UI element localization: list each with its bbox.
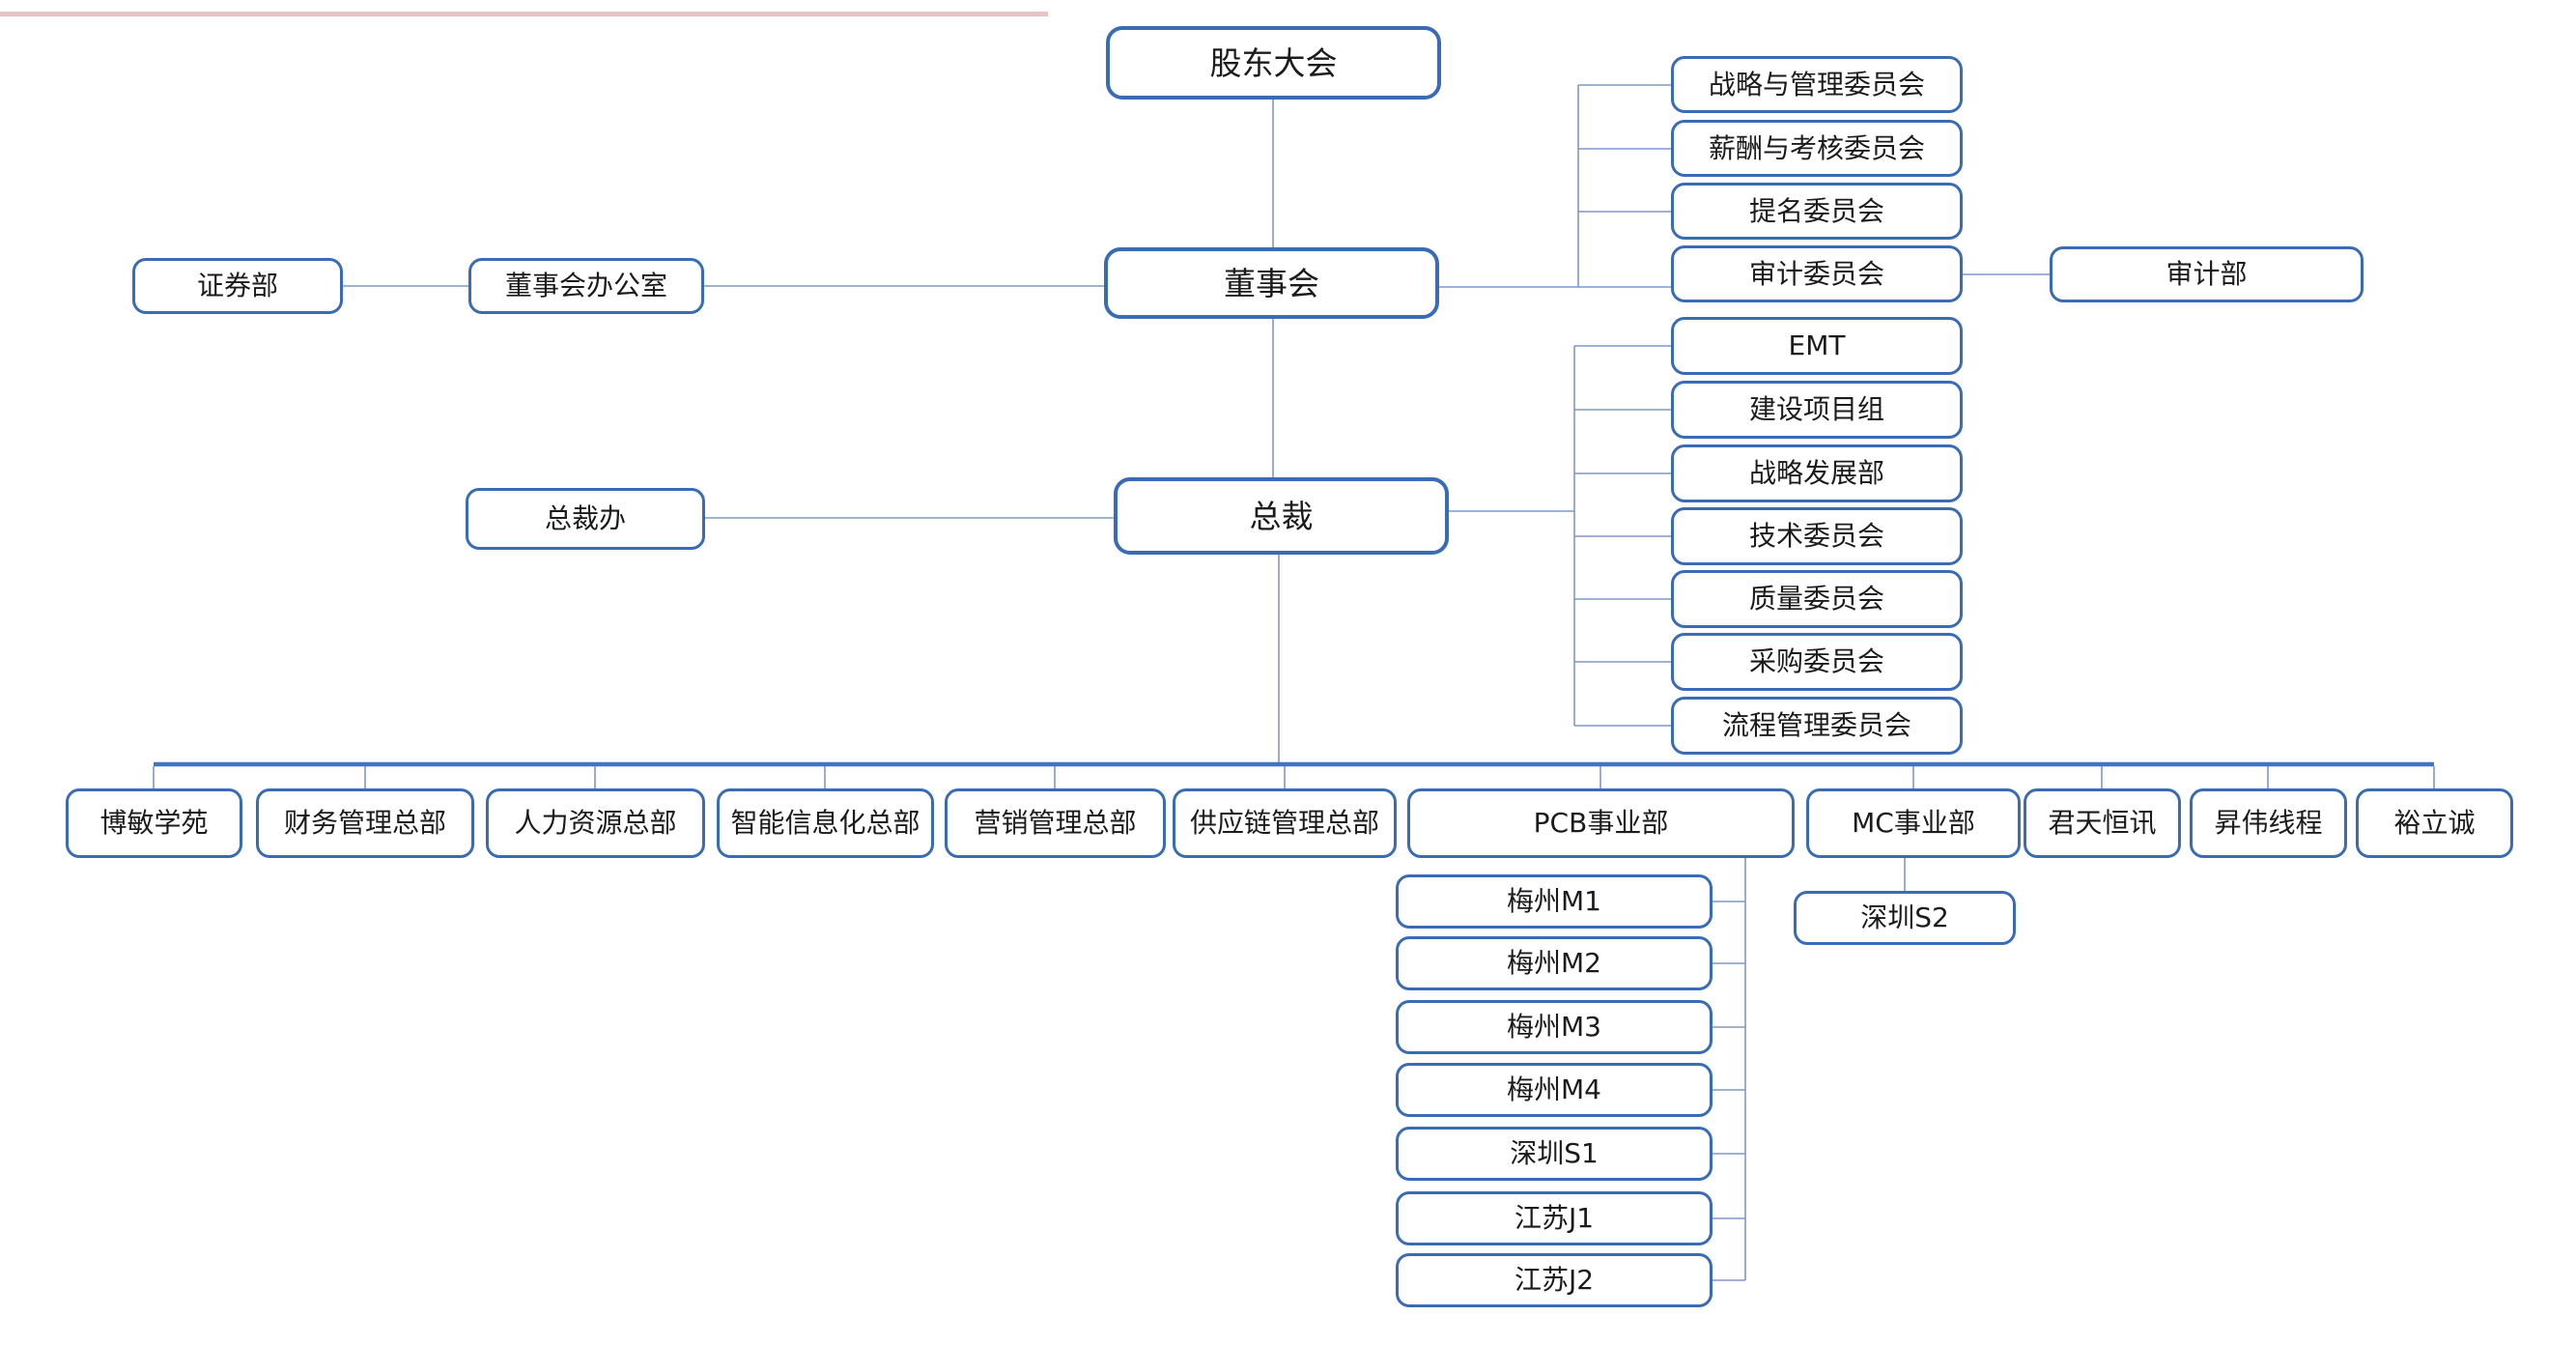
node-nomination-committee: 提名委员会	[1671, 183, 1963, 240]
node-yulicheng: 裕立诚	[2356, 788, 2513, 858]
node-juntian-hengxun: 君天恒讯	[2024, 788, 2181, 858]
node-construction-project-group: 建设项目组	[1671, 381, 1963, 439]
node-meizhou-m2: 梅州M2	[1396, 936, 1713, 990]
node-process-management-committee: 流程管理委员会	[1671, 697, 1963, 755]
red-banner-artifact	[0, 12, 1048, 16]
node-technology-committee: 技术委员会	[1671, 507, 1963, 565]
node-human-resources-hq: 人力资源总部	[486, 788, 705, 858]
node-marketing-management-hq: 营销管理总部	[945, 788, 1166, 858]
node-jiangsu-j1: 江苏J1	[1396, 1191, 1713, 1245]
node-securities-dept: 证券部	[132, 258, 343, 314]
node-strategic-development-dept: 战略发展部	[1671, 444, 1963, 502]
node-shenzhen-s2: 深圳S2	[1794, 891, 2016, 945]
node-finance-management-hq: 财务管理总部	[256, 788, 474, 858]
node-supply-chain-management-hq: 供应链管理总部	[1173, 788, 1397, 858]
node-shengwei-xiancheng: 昇伟线程	[2190, 788, 2347, 858]
node-jiangsu-j2: 江苏J2	[1396, 1253, 1713, 1307]
node-compensation-appraisal-committee: 薪酬与考核委员会	[1671, 120, 1963, 177]
node-quality-committee: 质量委员会	[1671, 570, 1963, 628]
node-shareholders-meeting: 股东大会	[1106, 26, 1441, 100]
node-mc-business-unit: MC事业部	[1806, 788, 2021, 858]
node-meizhou-m3: 梅州M3	[1396, 1000, 1713, 1054]
node-board-of-directors: 董事会	[1104, 247, 1439, 319]
node-board-office: 董事会办公室	[468, 258, 704, 314]
node-pcb-business-unit: PCB事业部	[1407, 788, 1795, 858]
node-shenzhen-s1: 深圳S1	[1396, 1127, 1713, 1181]
node-strategy-management-committee: 战略与管理委员会	[1671, 56, 1963, 113]
node-emt: EMT	[1671, 317, 1963, 375]
node-smart-information-hq: 智能信息化总部	[717, 788, 934, 858]
node-audit-committee: 审计委员会	[1671, 245, 1963, 302]
thin-connectors	[153, 84, 2435, 1281]
node-procurement-committee: 采购委员会	[1671, 633, 1963, 691]
node-president-office: 总裁办	[466, 488, 705, 550]
node-bomin-academy: 博敏学苑	[66, 788, 242, 858]
node-president: 总裁	[1114, 477, 1449, 555]
node-audit-dept: 审计部	[2050, 246, 2364, 302]
node-meizhou-m1: 梅州M1	[1396, 874, 1713, 929]
node-meizhou-m4: 梅州M4	[1396, 1063, 1713, 1117]
